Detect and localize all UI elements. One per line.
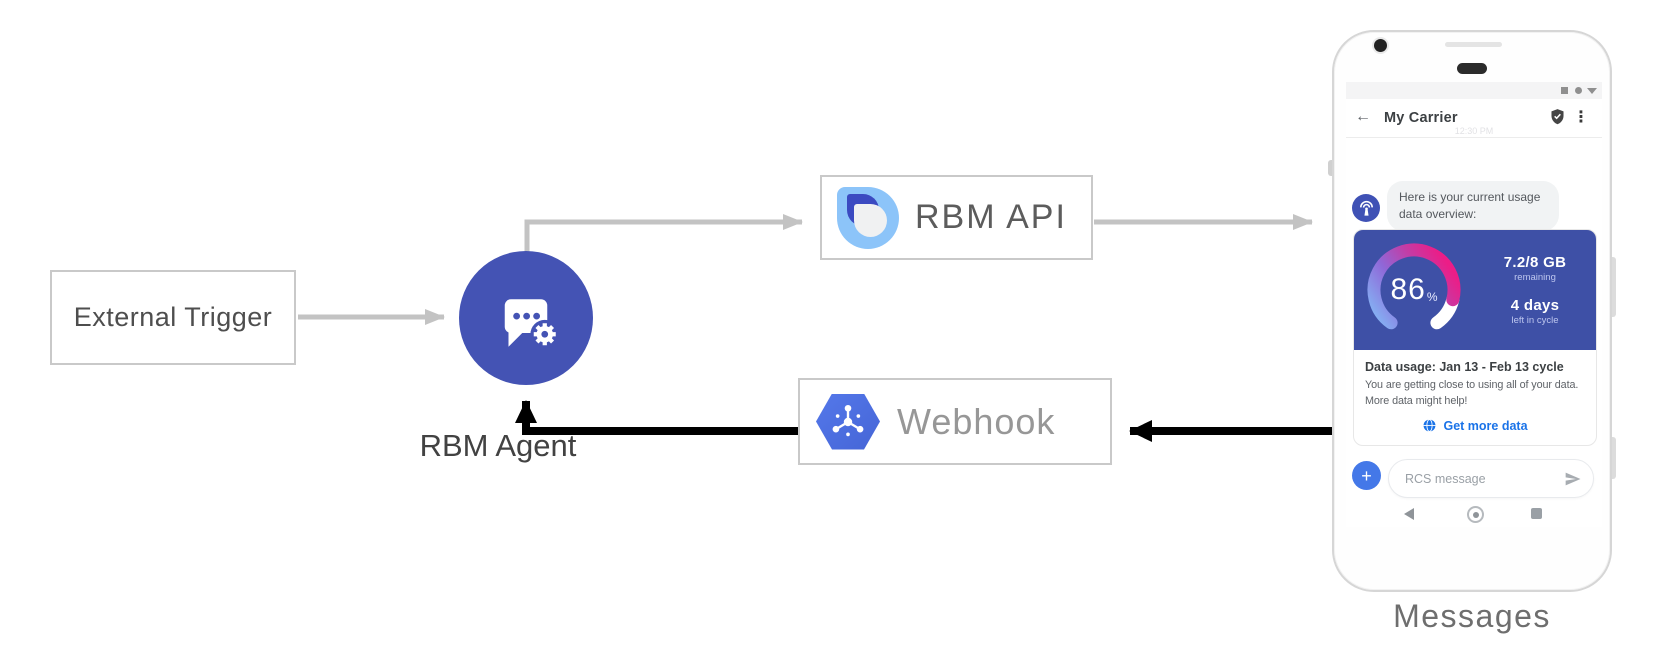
data-usage-card: 86% 7.2/8 GB remaining 4 days left in cy…: [1353, 229, 1597, 447]
earpiece: [1457, 63, 1487, 74]
messages-caption: Messages: [1393, 598, 1551, 634]
usage-card-body-line1: You are getting close to using all of yo…: [1365, 379, 1579, 391]
webhook-label: Webhook: [897, 400, 1056, 442]
usage-card-title: Data usage: Jan 13 - Feb 13 cycle: [1365, 360, 1564, 374]
remaining-label: remaining: [1514, 272, 1556, 283]
agent-avatar: [1352, 194, 1380, 222]
sim-tray: [1328, 160, 1332, 176]
volume-button: [1612, 437, 1616, 479]
globe-icon: [1424, 419, 1436, 433]
status-bar: [1346, 82, 1602, 99]
status-signal-icon: [1561, 87, 1568, 94]
message-timestamp: 12:30 PM: [1454, 126, 1494, 136]
agent-message-bubble: Here is your current usage data overview…: [1387, 181, 1559, 231]
front-camera-icon: [1374, 39, 1387, 52]
header-divider: [1346, 137, 1602, 138]
back-arrow-icon[interactable]: ←: [1355, 108, 1371, 125]
carrier-antenna-icon: [1359, 200, 1373, 216]
chat-bubble-gear-icon: [504, 299, 560, 349]
usage-card-details: Data usage: Jan 13 - Feb 13 cycle You ar…: [1354, 350, 1596, 445]
status-wifi-icon: [1575, 87, 1582, 94]
nav-recents-button[interactable]: [1531, 508, 1542, 519]
message-input[interactable]: [1403, 470, 1564, 487]
message-input-pill: [1388, 459, 1594, 498]
usage-gauge-panel: 86% 7.2/8 GB remaining 4 days left in cy…: [1354, 230, 1596, 350]
conversation-header: ← My Carrier ⋮: [1346, 99, 1602, 137]
speaker-slot: [1445, 42, 1502, 47]
android-navbar: [1346, 506, 1602, 523]
overflow-menu-icon[interactable]: ⋮: [1573, 109, 1589, 126]
gauge-percent: 86%: [1390, 273, 1438, 306]
status-battery-icon: [1587, 88, 1597, 94]
usage-card-body-line2: More data might help!: [1365, 394, 1468, 407]
remaining-value: 7.2/8 GB: [1503, 254, 1567, 271]
verified-shield-icon: [1551, 109, 1564, 125]
usage-stats: 7.2/8 GB remaining 4 days left in cycle: [1478, 230, 1592, 350]
rbm-api-node: RBM API: [820, 175, 1093, 260]
external-trigger-node: External Trigger: [50, 270, 296, 365]
webhook-node: Webhook: [798, 378, 1112, 465]
nav-back-button[interactable]: [1404, 508, 1414, 520]
conversation-title: My Carrier: [1384, 110, 1458, 126]
pubsub-hexagon-icon: [816, 393, 880, 450]
arrow-webhook-to-agent: [515, 400, 798, 435]
days-value: 4 days: [1510, 297, 1560, 314]
attach-plus-button[interactable]: +: [1352, 461, 1381, 490]
nav-home-button[interactable]: [1467, 506, 1484, 523]
days-label: left in cycle: [1511, 315, 1559, 326]
arrow-agent-to-api: [524, 214, 803, 253]
rbm-api-logo-icon: [837, 186, 899, 249]
external-trigger-label: External Trigger: [73, 302, 273, 332]
get-more-data-button[interactable]: Get more data: [1365, 418, 1585, 433]
power-button: [1612, 257, 1616, 317]
phone-screen: ← My Carrier ⋮ 12:30 PM Here is your cur…: [1346, 82, 1602, 527]
usage-gauge: [1367, 243, 1461, 330]
rbm-agent-label: RBM Agent: [419, 428, 577, 463]
phone-mockup: ← My Carrier ⋮ 12:30 PM Here is your cur…: [1328, 30, 1616, 592]
rbm-api-label: RBM API: [915, 198, 1067, 236]
send-icon[interactable]: [1564, 470, 1582, 488]
rbm-agent-node: [459, 251, 593, 385]
